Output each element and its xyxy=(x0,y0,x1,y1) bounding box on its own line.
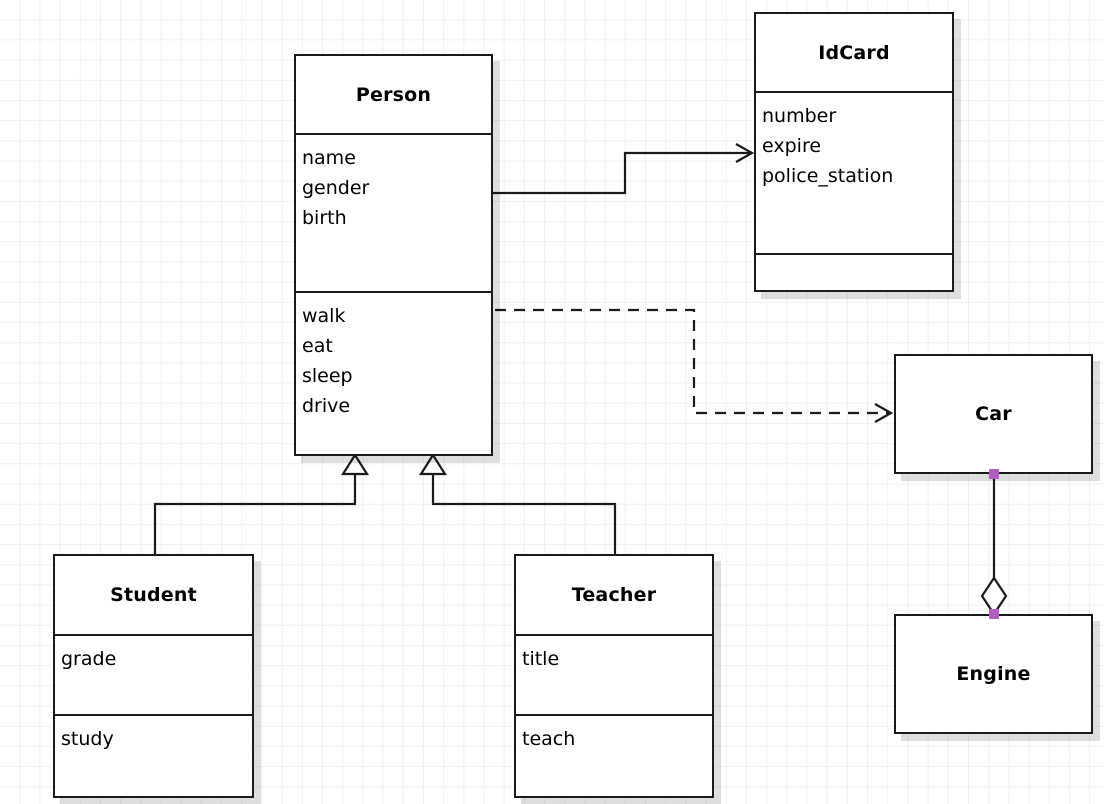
attribute: number xyxy=(762,105,837,127)
operation: study xyxy=(61,728,114,750)
attribute: gender xyxy=(302,177,370,199)
relationship-student-person[interactable] xyxy=(153,452,369,554)
class-person[interactable]: Person name gender birth walk eat sleep … xyxy=(294,54,493,456)
class-car[interactable]: Car xyxy=(894,354,1093,474)
class-engine[interactable]: Engine xyxy=(894,614,1093,734)
class-idcard-attributes: number expire police_station xyxy=(756,91,952,253)
class-student-attributes: grade xyxy=(55,634,252,714)
attribute: name xyxy=(302,147,356,169)
class-idcard-title: IdCard xyxy=(818,41,890,64)
class-student[interactable]: Student grade study xyxy=(53,554,254,798)
class-idcard-operations xyxy=(756,253,952,290)
class-student-title: Student xyxy=(110,584,197,606)
edge-handle-car-end[interactable] xyxy=(989,469,999,479)
operation: drive xyxy=(302,395,351,417)
class-person-attributes: name gender birth xyxy=(296,133,491,291)
relationship-person-car[interactable] xyxy=(495,308,894,423)
class-teacher-operations: teach xyxy=(516,714,712,796)
operation: sleep xyxy=(302,365,353,387)
class-teacher-title: Teacher xyxy=(571,584,657,606)
edge-handle-engine-end[interactable] xyxy=(989,609,999,619)
class-teacher-attributes: title xyxy=(516,634,712,714)
class-student-operations: study xyxy=(55,714,252,796)
class-teacher[interactable]: Teacher title teach xyxy=(514,554,714,798)
class-person-operations: walk eat sleep drive xyxy=(296,291,491,454)
operation: eat xyxy=(302,335,333,357)
attribute: title xyxy=(522,648,560,670)
relationship-car-engine[interactable] xyxy=(980,474,1008,616)
class-person-title: Person xyxy=(355,83,432,106)
relationship-person-idcard[interactable] xyxy=(493,143,755,195)
operation: teach xyxy=(522,728,576,750)
operation: walk xyxy=(302,305,346,327)
class-idcard[interactable]: IdCard number expire police_station xyxy=(754,12,954,292)
attribute: expire xyxy=(762,135,822,157)
attribute: police_station xyxy=(762,165,894,187)
attribute: grade xyxy=(61,648,117,670)
relationship-teacher-person[interactable] xyxy=(419,452,617,554)
class-engine-title: Engine xyxy=(956,663,1031,685)
class-car-title: Car xyxy=(975,403,1012,425)
attribute: birth xyxy=(302,207,347,229)
